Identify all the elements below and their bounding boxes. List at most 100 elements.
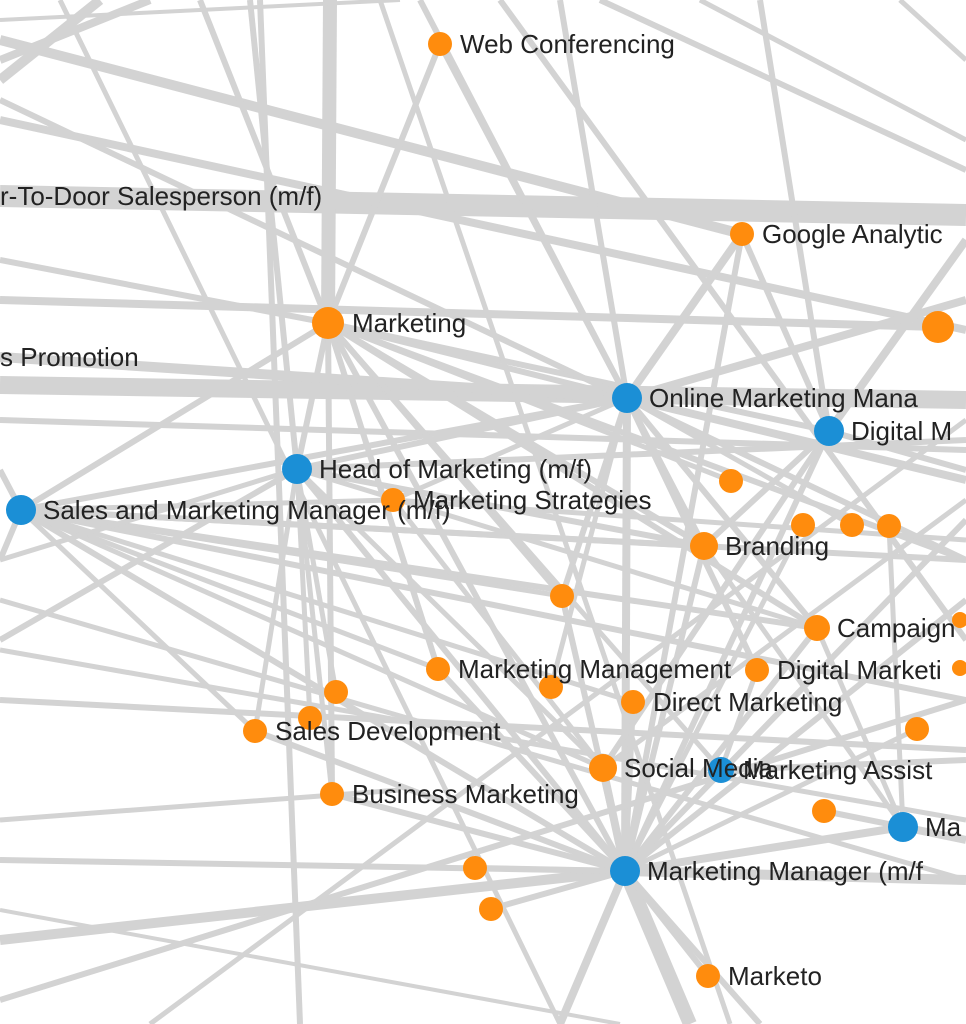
node-head-of-marketing[interactable] bbox=[282, 454, 312, 484]
node-marketing-manager[interactable] bbox=[610, 856, 640, 886]
node-skill-f[interactable] bbox=[324, 680, 348, 704]
graph-edge bbox=[622, 869, 711, 978]
graph-edge bbox=[556, 869, 629, 1024]
graph-edge bbox=[0, 597, 966, 883]
graph-edge bbox=[391, 498, 605, 770]
node-sales-development[interactable] bbox=[243, 719, 267, 743]
node-ma-occupation[interactable] bbox=[888, 812, 918, 842]
node-label-marketing-assistant: Marketing Assist bbox=[743, 755, 933, 785]
node-skill-b[interactable] bbox=[791, 513, 815, 537]
graph-edge bbox=[0, 466, 298, 563]
graph-edge bbox=[294, 468, 335, 795]
graph-edge bbox=[294, 468, 313, 719]
node-digital-marketing[interactable] bbox=[745, 658, 769, 682]
graph-edge bbox=[698, 0, 966, 143]
graph-edge bbox=[0, 697, 966, 753]
graph-edge bbox=[294, 322, 331, 470]
graph-edge bbox=[0, 0, 401, 22]
node-marketo[interactable] bbox=[696, 964, 720, 988]
node-skill-e[interactable] bbox=[550, 584, 574, 608]
node-label-marketing: Marketing bbox=[352, 308, 466, 338]
graph-edge bbox=[622, 523, 806, 873]
node-online-marketing-manager[interactable] bbox=[612, 383, 642, 413]
node-label-sales-promotion: s Promotion bbox=[0, 342, 139, 372]
graph-edge bbox=[825, 237, 966, 434]
node-google-analytics[interactable] bbox=[730, 222, 754, 246]
graph-edge bbox=[0, 647, 966, 823]
node-business-marketing[interactable] bbox=[320, 782, 344, 806]
node-skill-d[interactable] bbox=[877, 514, 901, 538]
node-label-social-media: Social Media bbox=[624, 753, 773, 783]
graph-edge bbox=[295, 467, 605, 770]
node-label-online-marketing-manager: Online Marketing Mana bbox=[649, 383, 918, 413]
node-label-business-marketing: Business Marketing bbox=[352, 779, 579, 809]
node-skill-h[interactable] bbox=[298, 706, 322, 730]
graph-edge bbox=[886, 525, 906, 828]
graph-edge bbox=[0, 466, 299, 643]
node-skill-g[interactable] bbox=[539, 675, 563, 699]
node-label-digital-marketing: Digital Marketi bbox=[777, 655, 942, 685]
graph-edge bbox=[490, 868, 626, 912]
graph-edge bbox=[20, 507, 634, 705]
graph-edge bbox=[247, 0, 300, 470]
node-skill-n[interactable] bbox=[952, 660, 966, 676]
node-label-marketing-management: Marketing Management bbox=[458, 654, 732, 684]
node-label-campaign: Campaign bbox=[837, 613, 956, 643]
node-branding[interactable] bbox=[690, 532, 718, 560]
graph-edge bbox=[257, 0, 303, 1024]
graph-edge bbox=[474, 865, 626, 874]
graph-edge bbox=[624, 823, 904, 875]
node-skill-k[interactable] bbox=[463, 856, 487, 880]
graph-edge bbox=[624, 396, 820, 630]
graph-edge bbox=[623, 597, 966, 874]
graph-edge bbox=[625, 395, 854, 528]
graph-edge bbox=[599, 767, 629, 872]
node-label-direct-marketing: Direct Marketing bbox=[653, 687, 842, 717]
graph-edge bbox=[321, 0, 337, 324]
graph-edge bbox=[19, 508, 257, 733]
graph-edge bbox=[0, 908, 621, 1024]
node-label-sales-development: Sales Development bbox=[275, 716, 501, 746]
node-skill-m[interactable] bbox=[952, 612, 966, 628]
node-right-edge-skill[interactable] bbox=[922, 311, 954, 343]
node-marketing[interactable] bbox=[312, 307, 344, 339]
graph-edge bbox=[623, 231, 746, 401]
graph-edge bbox=[814, 627, 906, 828]
nodes-layer bbox=[6, 32, 966, 988]
graph-edge bbox=[392, 497, 966, 543]
node-label-marketing-strategies: Marketing Strategies bbox=[413, 485, 651, 515]
node-label-web-conferencing: Web Conferencing bbox=[460, 29, 675, 59]
node-sales-and-marketing-manager[interactable] bbox=[6, 495, 36, 525]
graph-edge bbox=[435, 666, 628, 874]
graph-edge bbox=[20, 507, 439, 672]
graph-edge bbox=[392, 395, 628, 503]
graph-edge bbox=[624, 866, 966, 885]
node-skill-i[interactable] bbox=[905, 717, 929, 741]
node-label-head-of-marketing: Head of Marketing (m/f) bbox=[319, 454, 592, 484]
graph-edge bbox=[325, 42, 443, 325]
graph-edge bbox=[598, 0, 966, 173]
graph-edge bbox=[0, 0, 104, 84]
node-label-ma-occupation: Ma bbox=[925, 812, 962, 842]
graph-edge bbox=[20, 507, 966, 703]
node-skill-a[interactable] bbox=[719, 469, 743, 493]
node-skill-j[interactable] bbox=[812, 799, 836, 823]
node-campaign[interactable] bbox=[804, 615, 830, 641]
graph-edge bbox=[757, 0, 832, 432]
node-label-google-analytics: Google Analytic bbox=[762, 219, 943, 249]
graph-edge bbox=[294, 467, 628, 873]
node-skill-l[interactable] bbox=[479, 897, 503, 921]
node-marketing-strategies[interactable] bbox=[381, 488, 405, 512]
node-skill-c[interactable] bbox=[840, 513, 864, 537]
node-digital-m[interactable] bbox=[814, 416, 844, 446]
node-marketing-management[interactable] bbox=[426, 657, 450, 681]
node-label-marketo: Marketo bbox=[728, 961, 822, 991]
node-web-conferencing[interactable] bbox=[428, 32, 452, 56]
node-social-media[interactable] bbox=[589, 754, 617, 782]
node-direct-marketing[interactable] bbox=[621, 690, 645, 714]
graph-edge bbox=[622, 626, 820, 873]
graph-edge bbox=[326, 321, 723, 772]
node-label-marketing-manager: Marketing Manager (m/f bbox=[647, 856, 924, 886]
node-marketing-assistant[interactable] bbox=[708, 757, 734, 783]
